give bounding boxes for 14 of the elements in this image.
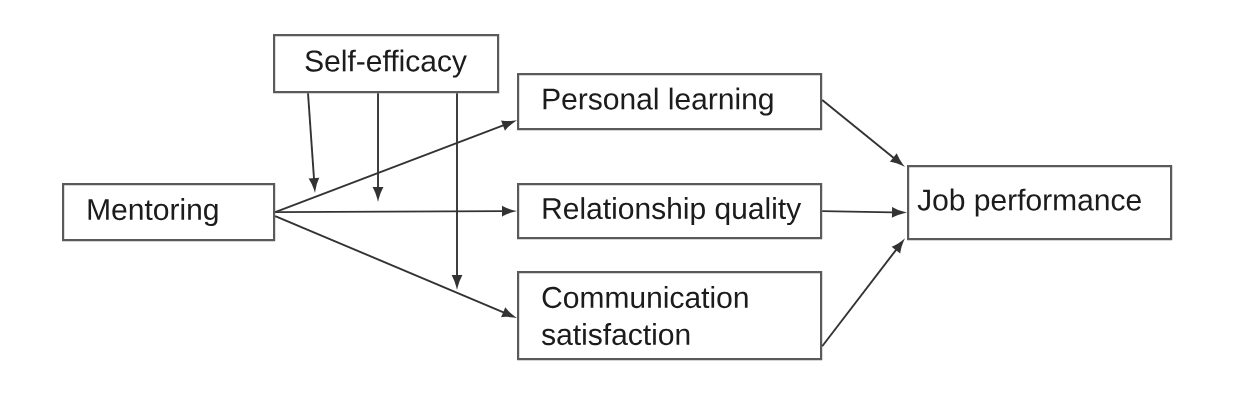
process-box: Job performance (907, 165, 1173, 241)
arrow (274, 120, 515, 214)
process-box: Personal learning (517, 73, 823, 131)
arrow (452, 92, 462, 287)
process-box: Self-efficacy (273, 34, 500, 94)
arrow (274, 215, 515, 318)
arrow (307, 92, 319, 190)
arrow (274, 206, 514, 216)
arrow (821, 99, 903, 166)
process-box: Communication satisfaction (517, 271, 823, 361)
process-box: Relationship quality (517, 183, 823, 240)
arrow (821, 240, 904, 348)
arrow (373, 92, 383, 199)
process-box: Mentoring (62, 183, 276, 242)
